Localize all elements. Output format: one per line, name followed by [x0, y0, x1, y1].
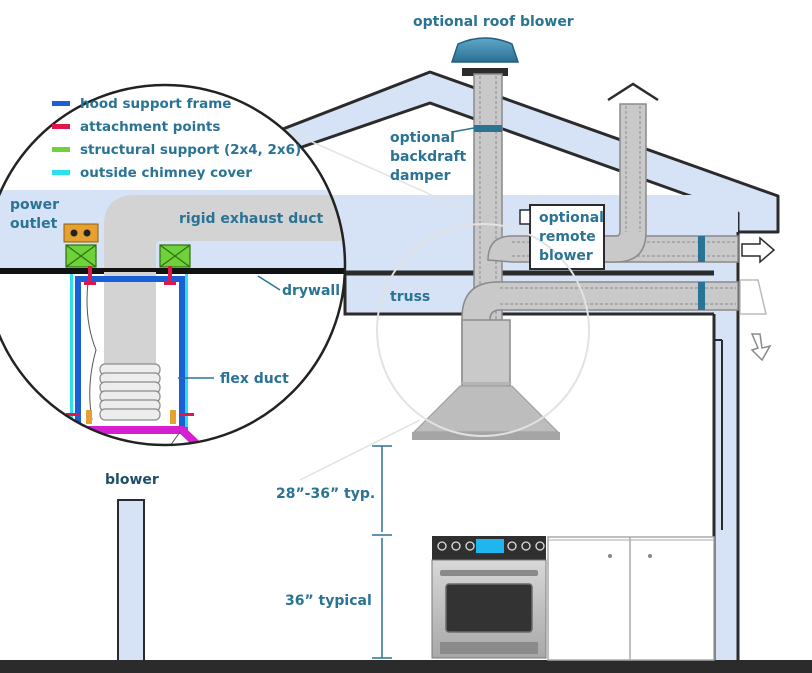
power-outlet: [63, 223, 99, 243]
truss-label: truss: [390, 289, 430, 305]
outside-chimney-cover-right: [185, 274, 188, 428]
legend-item-outside-chimney-cover: outside chimney cover: [52, 165, 252, 181]
hood-support-frame-left: [75, 276, 81, 428]
backdraft-damper-label-3: damper: [390, 168, 451, 184]
backdraft-damper: [474, 125, 502, 132]
remote-blower-label-1: optional: [539, 210, 604, 226]
drywall-label: drywall: [282, 283, 340, 299]
exhaust-cap-lower: [739, 279, 767, 315]
legend-label: structural support (2x4, 2x6): [80, 142, 301, 158]
remote-blower-label-2: remote: [539, 229, 596, 245]
power-outlet-label-1: power: [10, 197, 59, 213]
exhaust-arrows: [739, 236, 776, 362]
flex-duct-label: flex duct: [220, 371, 289, 387]
legend-swatch: [52, 170, 70, 175]
legend-swatch: [52, 147, 70, 152]
rigid-exhaust-duct: [104, 195, 345, 268]
rigid-duct-label: rigid exhaust duct: [179, 211, 324, 227]
left-column: [117, 499, 145, 663]
power-outlet-label-2: outlet: [10, 216, 58, 232]
legend-item-attachment-points: attachment points: [52, 119, 220, 135]
structural-support-right: [159, 244, 191, 268]
exhaust-arrow-down: [750, 333, 772, 362]
attachment-points: [66, 266, 194, 424]
kitchen-hood: [412, 319, 560, 440]
roof-blower: [450, 37, 520, 76]
floor: [0, 660, 812, 673]
legend-swatch: [52, 101, 70, 106]
hood-support-frame-right: [179, 276, 185, 428]
hood-support-frame-top: [75, 276, 185, 282]
remote-blower-box: [519, 204, 605, 270]
backdraft-damper-label-1: optional: [390, 130, 455, 146]
legend-label: attachment points: [80, 119, 220, 135]
blower-label: blower: [105, 472, 159, 488]
detail-inset: [0, 83, 347, 447]
roof-blower-label: optional roof blower: [413, 14, 574, 30]
lower-duct: [461, 281, 739, 381]
flex-duct-coils: [99, 363, 161, 421]
exhaust-arrow-upper: [741, 236, 776, 264]
stove-display: [476, 539, 504, 553]
hood-height-label: 28”-36” typ.: [276, 486, 375, 502]
detail-inset-border: [0, 83, 347, 447]
height-dimensions: [372, 445, 392, 659]
backdraft-damper-label-2: backdraft: [390, 149, 467, 165]
outside-chimney-cover-left: [70, 274, 73, 428]
structural-support-left: [65, 244, 97, 268]
legend-item-hood-support-frame: hood support frame: [52, 96, 231, 112]
lower-cabinets: [547, 536, 715, 661]
legend: hood support frame attachment points str…: [52, 96, 301, 181]
legend-label: hood support frame: [80, 96, 231, 112]
counter-height-label: 36” typical: [285, 593, 372, 609]
legend-label: outside chimney cover: [80, 165, 252, 181]
legend-swatch: [52, 124, 70, 129]
legend-item-structural-support: structural support (2x4, 2x6): [52, 142, 301, 158]
remote-blower-label-3: blower: [539, 248, 593, 264]
leader-lines: [178, 127, 475, 379]
oven-window: [445, 583, 533, 633]
stove: [431, 536, 547, 659]
